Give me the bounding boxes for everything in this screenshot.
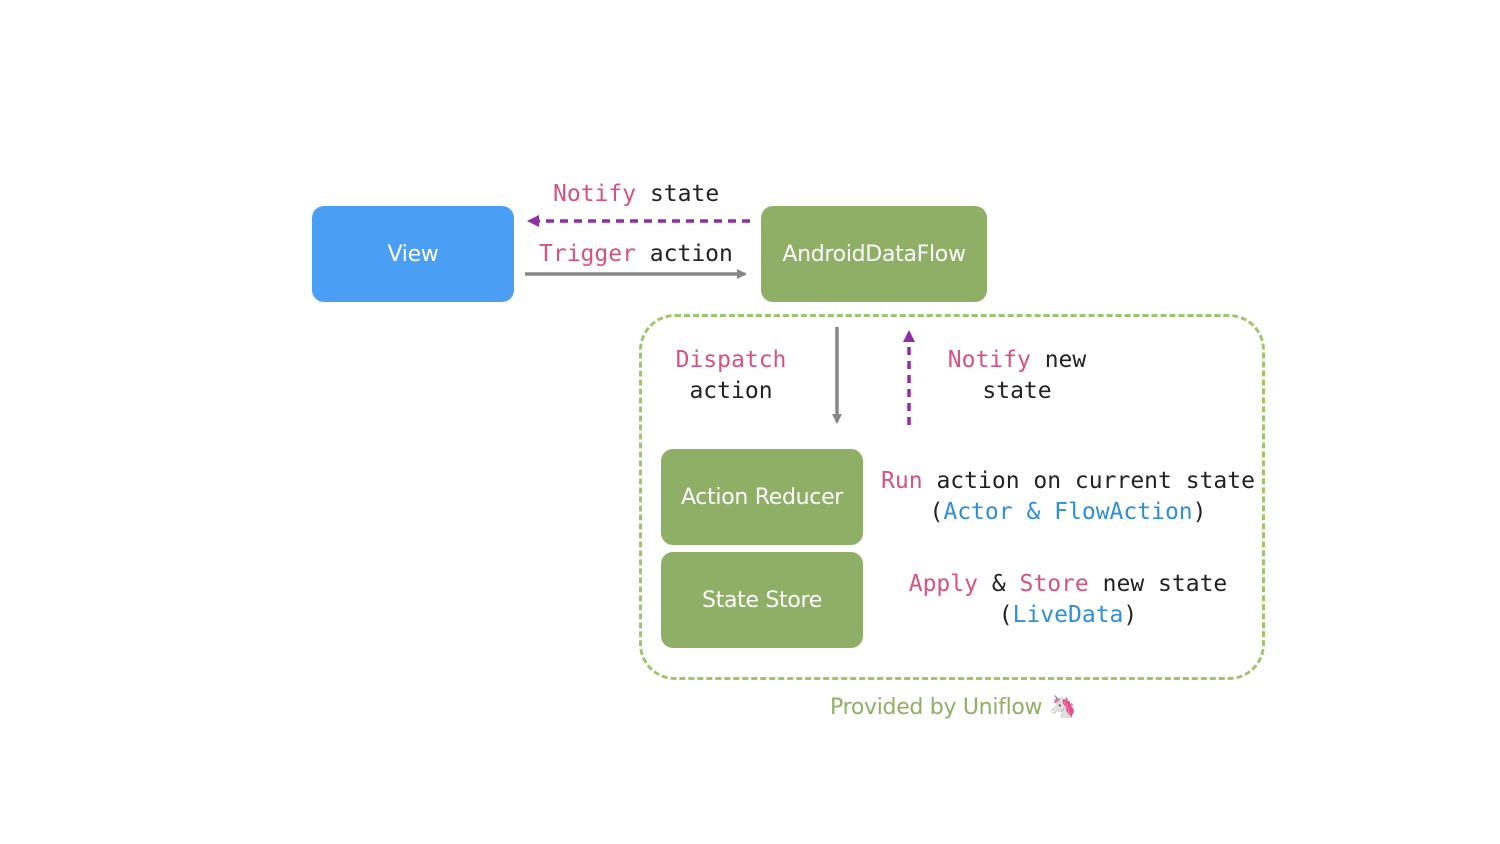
trigger-action-text: action [649,241,733,267]
dispatch-action-label: Dispatch action [668,345,794,407]
unicorn-icon: 🦄 [1048,695,1077,720]
notify-new-state-text: new [1044,347,1087,373]
notify-state-keyword: Notify [553,181,637,207]
store-keyword: Store [1019,571,1089,597]
state-store-node-label: State Store [701,587,823,613]
run-close-paren: ) [1192,499,1207,525]
actor-ref: Actor [943,499,1013,525]
livedata-ref: LiveData [1012,602,1124,628]
trigger-action-label: Trigger action [539,239,733,270]
apply-keyword: Apply [908,571,978,597]
provided-by-caption: Provided by Uniflow 🦄 [830,695,1076,720]
trigger-action-keyword: Trigger [539,241,636,267]
state-store-node: State Store [661,552,863,648]
view-node-label: View [387,241,439,267]
apply-ampersand: & [991,571,1006,597]
run-ampersand: & [1026,499,1041,525]
android-data-flow-node: AndroidDataFlow [761,206,987,302]
action-reducer-node: Action Reducer [661,449,863,545]
notify-new-state-line2: state [982,378,1052,404]
apply-open-paren: ( [998,602,1013,628]
uniflow-group-border [639,314,1265,680]
apply-text: new state [1102,571,1228,597]
android-data-flow-node-label: AndroidDataFlow [782,241,966,267]
dispatch-action-text: action [689,378,773,404]
notify-state-label: Notify state [553,179,719,210]
apply-close-paren: ) [1123,602,1138,628]
flowaction-ref: FlowAction [1054,499,1193,525]
run-keyword: Run [881,468,923,494]
view-node: View [312,206,514,302]
action-reducer-node-label: Action Reducer [680,484,844,510]
notify-state-text: state [649,181,720,207]
dispatch-action-keyword: Dispatch [675,347,787,373]
notify-new-state-label: Notify new state [944,345,1090,407]
run-text: action on current state [936,468,1255,494]
notify-new-state-keyword: Notify [947,347,1031,373]
run-open-paren: ( [929,499,944,525]
apply-store-note: Apply & Store new state (LiveData) [896,569,1240,631]
run-action-note: Run action on current state (Actor & Flo… [876,466,1260,528]
provided-by-text: Provided by Uniflow [830,695,1043,720]
